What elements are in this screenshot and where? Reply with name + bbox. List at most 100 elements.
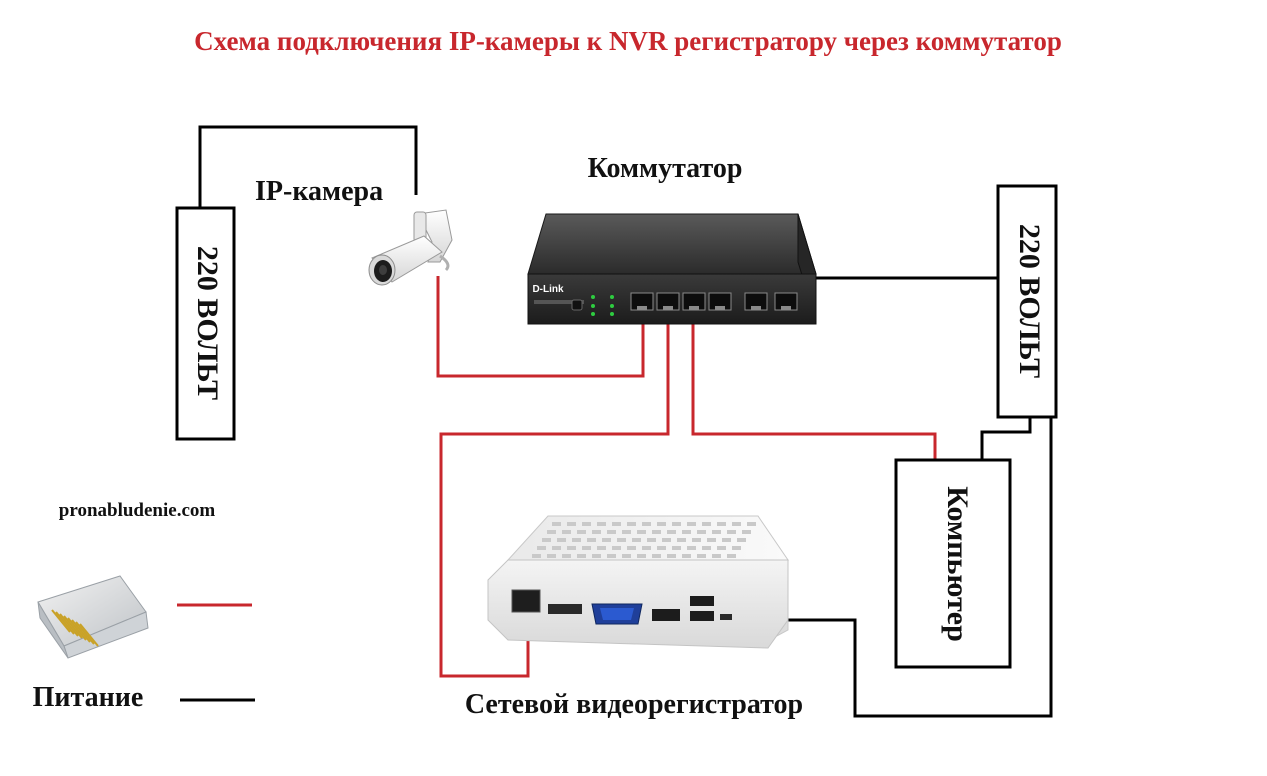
- nvr-vent-slot: [587, 538, 596, 542]
- rj45-pin: [71, 619, 91, 643]
- nvr-vent-slot: [727, 554, 736, 558]
- nvr-hdmi-port: [652, 609, 680, 621]
- rj45-connector-icon: [37, 575, 149, 659]
- nvr-vent-slot: [577, 530, 586, 534]
- rj45-pin: [67, 617, 87, 641]
- nvr-vent-slot: [627, 546, 636, 550]
- network-wire-camera-switch: [436, 276, 645, 378]
- nvr-lan-port: [511, 589, 541, 613]
- nvr-vent-slot: [547, 530, 556, 534]
- rj45-pin: [75, 621, 95, 645]
- nvr-vent-slot: [732, 546, 741, 550]
- power-left-label: 220 ВОЛЬТ: [191, 246, 224, 400]
- nvr-vent-slot: [547, 554, 556, 558]
- nvr-vent-slot: [562, 554, 571, 558]
- nvr-vent-slot: [662, 538, 671, 542]
- nvr-power-jack: [720, 614, 732, 620]
- nvr-vent-slot: [687, 522, 696, 526]
- nvr-vent-slot: [742, 530, 751, 534]
- nvr-vent-slot: [707, 538, 716, 542]
- nvr-vent-slot: [622, 530, 631, 534]
- switch-port-latch: [637, 306, 647, 310]
- nvr-vent-slot: [702, 522, 711, 526]
- nvr-vent-slot: [702, 546, 711, 550]
- nvr-vent-slot: [692, 538, 701, 542]
- nvr-vent-slot: [607, 554, 616, 558]
- nvr-vent-slot: [572, 538, 581, 542]
- nvr-vent-slot: [672, 522, 681, 526]
- legend: Питание: [33, 575, 255, 713]
- camera-label: IP-камера: [255, 176, 383, 207]
- switch-port-latch: [781, 306, 791, 310]
- nvr-vent-slot: [697, 554, 706, 558]
- nvr-vent-slot: [697, 530, 706, 534]
- rj45-pin: [63, 615, 83, 639]
- nvr-vent-slot: [622, 554, 631, 558]
- rj45-pin: [79, 623, 99, 647]
- nvr-vent-slot: [642, 522, 651, 526]
- nvr-vent-slot: [642, 546, 651, 550]
- nvr-label: Сетевой видеорегистратор: [465, 689, 803, 720]
- nvr-vent-slot: [597, 546, 606, 550]
- switch-port-latch: [751, 306, 761, 310]
- nvr-vent-slot: [737, 538, 746, 542]
- nvr-vent-slot: [657, 522, 666, 526]
- nvr-vent-slot: [672, 546, 681, 550]
- legend-power-label: Питание: [33, 682, 144, 713]
- nvr-vent-slot: [542, 538, 551, 542]
- nvr-usb-port-3: [690, 611, 714, 621]
- computer-label: Компьютер: [941, 486, 974, 642]
- nvr-usb-port-2: [690, 596, 714, 606]
- rj45-pin: [59, 613, 79, 637]
- nvr-vent-slot: [637, 554, 646, 558]
- computer-box: Компьютер: [894, 458, 1012, 669]
- nvr-vent-slot: [592, 554, 601, 558]
- switch-device: D-Link: [527, 213, 817, 325]
- nvr-vent-slot: [602, 538, 611, 542]
- nvr-vent-slot: [717, 522, 726, 526]
- nvr-vent-slot: [667, 530, 676, 534]
- switch-brand: D-Link: [532, 284, 564, 295]
- nvr-vent-slot: [557, 538, 566, 542]
- nvr-vent-slot: [732, 522, 741, 526]
- nvr-vent-slot: [652, 554, 661, 558]
- rj45-pins: [51, 609, 99, 647]
- switch-port-latch: [689, 306, 699, 310]
- nvr-vent-slot: [682, 530, 691, 534]
- nvr-vent-slot: [632, 538, 641, 542]
- switch-ports: [630, 292, 798, 311]
- power-source-left: 220 ВОЛЬТ: [175, 206, 236, 441]
- power-right-label: 220 ВОЛЬТ: [1013, 224, 1046, 378]
- rj45-pin: [51, 609, 71, 633]
- power-wire-nvr: [786, 418, 1053, 718]
- nvr-vent-slot: [727, 530, 736, 534]
- nvr-vent-slot: [562, 530, 571, 534]
- nvr-vent-slot: [657, 546, 666, 550]
- switch-label: Коммутатор: [588, 153, 743, 184]
- nvr-vent-slot: [612, 522, 621, 526]
- nvr-vent-slot: [682, 554, 691, 558]
- nvr-vent-slot: [577, 554, 586, 558]
- nvr-vent-slot: [647, 538, 656, 542]
- nvr-vent-slot: [712, 530, 721, 534]
- nvr-vent-slot: [652, 530, 661, 534]
- nvr-vent-slot: [612, 546, 621, 550]
- rj45-pin: [55, 611, 75, 635]
- diagram-title: Схема подключения IP-камеры к NVR регист…: [194, 26, 1062, 56]
- nvr-vent-slot: [592, 530, 601, 534]
- nvr-vents: [532, 522, 756, 558]
- nvr-vent-slot: [597, 522, 606, 526]
- nvr-vent-slot: [537, 546, 546, 550]
- nvr-vent-slot: [627, 522, 636, 526]
- nvr-vent-slot: [607, 530, 616, 534]
- nvr-vent-slot: [567, 546, 576, 550]
- nvr-vent-slot: [532, 554, 541, 558]
- switch-port-latch: [663, 306, 673, 310]
- nvr-vent-slot: [747, 522, 756, 526]
- nvr-device: [487, 515, 789, 649]
- nvr-vent-slot: [677, 538, 686, 542]
- switch-port-latch: [715, 306, 725, 310]
- website-label: pronabludenie.com: [59, 500, 216, 521]
